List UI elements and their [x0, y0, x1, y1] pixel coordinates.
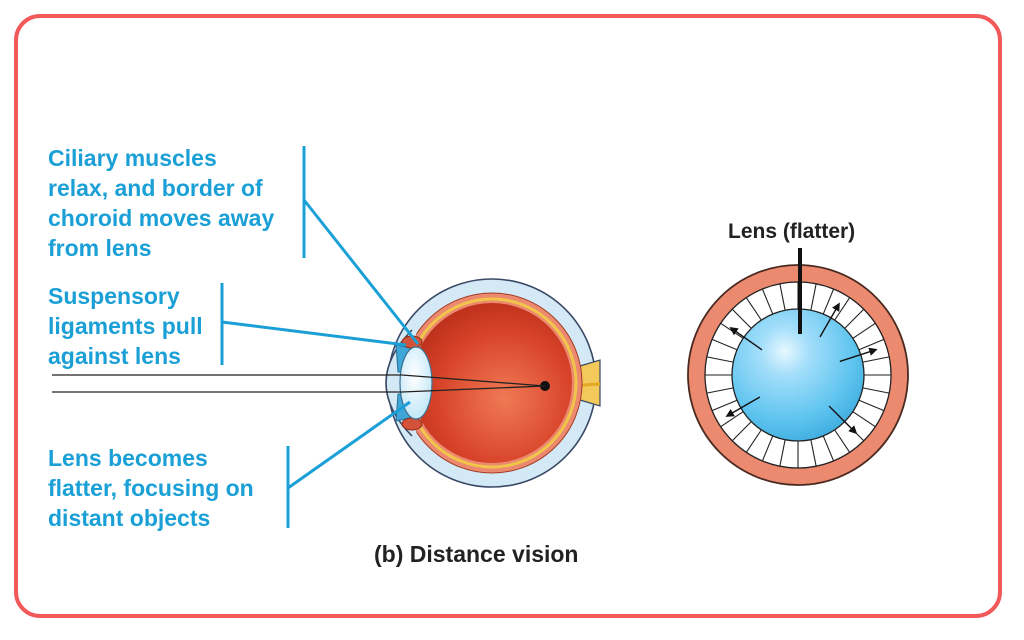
callout-line: ligaments pull	[48, 313, 203, 339]
suspensory-ligament-spoke	[852, 322, 876, 339]
callout-lines	[220, 146, 420, 528]
callout-line: against lens	[48, 343, 181, 369]
suspensory-ligament-spoke	[862, 356, 890, 363]
diagram-caption: (b) Distance vision	[374, 541, 579, 567]
suspensory-ligament-spoke	[858, 338, 885, 351]
callout-lens-flatter: Lens becomes flatter, focusing on distan…	[48, 443, 254, 533]
suspensory-ligament-spoke	[745, 297, 762, 321]
lens-flatter-label: Lens (flatter)	[728, 220, 856, 243]
suspensory-ligament-spoke	[706, 356, 734, 363]
suspensory-ligament-spoke	[810, 439, 817, 467]
tension-arrow	[729, 327, 763, 351]
suspensory-ligament-spoke	[761, 435, 774, 462]
callout-line: flatter, focusing on	[48, 475, 254, 501]
callout-suspensory-ligaments: Suspensory ligaments pull against lens	[48, 281, 203, 371]
callout-line: Suspensory	[48, 283, 180, 309]
suspensory-ligament-spoke	[810, 283, 817, 311]
callout-line: from lens	[48, 235, 152, 261]
suspensory-ligament-spoke	[779, 439, 786, 467]
callout-line: relax, and border of	[48, 175, 263, 201]
suspensory-ligament-spoke	[834, 429, 851, 453]
tension-arrow	[839, 347, 878, 363]
suspensory-ligament-spoke	[711, 338, 738, 351]
callout-line: Ciliary muscles	[48, 145, 217, 171]
callout-line: distant objects	[48, 505, 211, 531]
tension-arrow	[725, 396, 761, 417]
suspensory-ligament-spoke	[731, 421, 752, 442]
callout-ciliary-muscles: Ciliary muscles relax, and border of cho…	[48, 143, 274, 263]
lens-detail	[687, 248, 909, 486]
suspensory-ligament-spoke	[844, 308, 865, 329]
suspensory-ligament-spoke	[822, 288, 835, 315]
suspensory-ligament-spoke	[720, 411, 744, 428]
light-rays	[52, 374, 546, 393]
eye-lens	[399, 346, 433, 420]
suspensory-ligament-spoke	[761, 288, 774, 315]
suspensory-ligament-spoke	[711, 399, 738, 412]
suspensory-ligament-spoke	[745, 429, 762, 453]
ciliary-muscle-bottom	[401, 417, 423, 431]
suspensory-ligament-spoke	[852, 411, 876, 428]
tension-arrow	[819, 302, 840, 338]
suspensory-ligament-spoke	[779, 283, 786, 311]
suspensory-ligament-spoke	[822, 435, 835, 462]
callout-line: choroid moves away	[48, 205, 275, 231]
eyeball	[385, 278, 601, 488]
vitreous-body	[412, 303, 572, 463]
suspensory-ligament-spoke	[858, 399, 885, 412]
tension-arrow	[828, 405, 858, 435]
suspensory-ligament-spoke	[834, 297, 851, 321]
callout-line: Lens becomes	[48, 445, 208, 471]
suspensory-ligament-spoke	[706, 387, 734, 394]
suspensory-ligament-spoke	[731, 308, 752, 329]
suspensory-ligament-spoke	[862, 387, 890, 394]
